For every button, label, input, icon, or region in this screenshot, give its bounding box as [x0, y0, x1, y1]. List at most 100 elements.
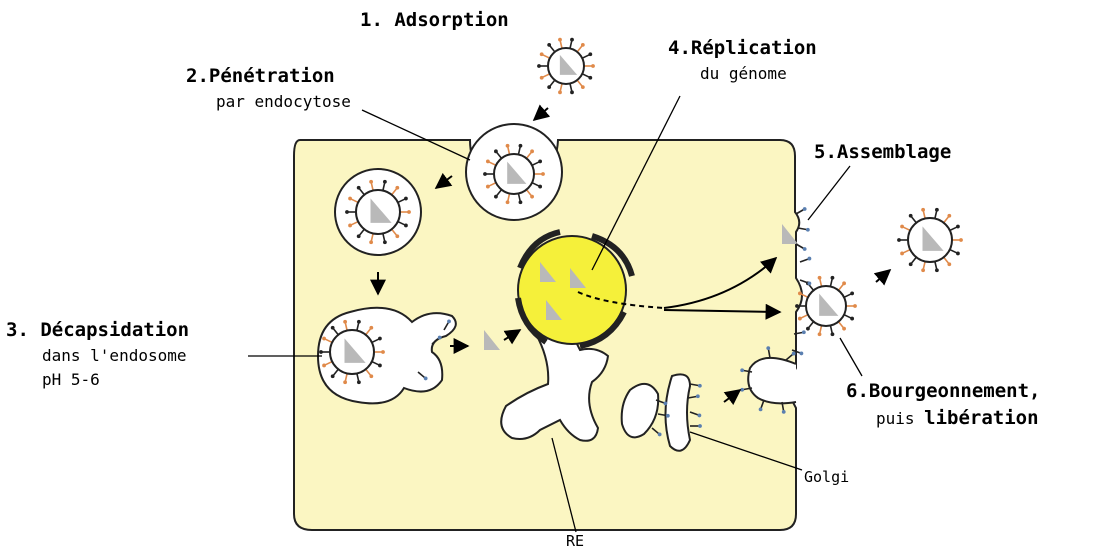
label-replication-sub: du génome	[700, 64, 787, 83]
virus-budding	[795, 276, 857, 336]
spike-tip	[853, 304, 857, 308]
glycoprotein-spike-tip	[740, 388, 744, 392]
spike-tip	[395, 186, 399, 190]
leader-bourgeonnement	[840, 338, 862, 376]
glycoprotein-spike-tip	[803, 247, 807, 251]
spike-tip	[581, 43, 585, 47]
spike-tip	[558, 38, 562, 42]
glycoprotein-spike-tip	[807, 257, 811, 261]
glycoprotein-spike-tip	[698, 384, 702, 388]
spike-tip	[483, 172, 487, 176]
label-liberation: libération	[924, 407, 1038, 429]
spike-tip	[806, 327, 810, 331]
glycoprotein-spike-tip	[766, 346, 770, 350]
spike-tip	[570, 90, 574, 94]
glycoprotein-spike-tip	[806, 228, 810, 232]
spike-tip	[850, 292, 854, 296]
spike-tip	[921, 208, 925, 212]
glycoprotein-spike-tip	[803, 207, 807, 211]
label-decapsidation: 3. Décapsidation	[6, 319, 189, 341]
spike-tip	[369, 180, 373, 184]
label-assemblage: 5.Assemblage	[814, 141, 951, 163]
glycoprotein-spike-tip	[696, 394, 700, 398]
glycoprotein-spike-tip	[802, 330, 806, 334]
spike-tip	[831, 276, 835, 280]
spike-tip	[357, 320, 361, 324]
spike-tip	[519, 144, 523, 148]
label-bourgeonnement-sub-prefix: puis	[876, 409, 924, 428]
glycoprotein-spike-tip	[424, 377, 428, 381]
spike-tip	[343, 380, 347, 384]
spike-tip	[506, 144, 510, 148]
spike-tip	[369, 326, 373, 330]
label-adsorption: 1. Adsorption	[360, 9, 509, 31]
spike-tip	[897, 238, 901, 242]
spike-tip	[331, 374, 335, 378]
spike-tip	[519, 200, 523, 204]
glycoprotein-spike-tip	[799, 352, 803, 356]
spike-tip	[547, 43, 551, 47]
glycoprotein-spike-tip	[438, 336, 442, 340]
spike-tip	[581, 85, 585, 89]
spike-tip	[818, 276, 822, 280]
spike-tip	[541, 172, 545, 176]
spike-tip	[570, 38, 574, 42]
spike-tip	[842, 327, 846, 331]
spike-tip	[959, 238, 963, 242]
spike-tip	[369, 240, 373, 244]
glycoprotein-spike-tip	[666, 414, 670, 418]
spike-tip	[956, 252, 960, 256]
spike-tip	[850, 317, 854, 321]
spike-tip	[842, 281, 846, 285]
budding-pocket	[748, 358, 796, 403]
spike-tip	[395, 234, 399, 238]
glycoprotein-spike-tip	[663, 402, 667, 406]
spike-tip	[831, 332, 835, 336]
spike-tip	[588, 76, 592, 80]
spike-tip	[369, 374, 373, 378]
virus-free-adsorption	[537, 38, 595, 94]
spike-tip	[404, 224, 408, 228]
arrow-adsorption	[534, 108, 548, 120]
spike-tip	[537, 64, 541, 68]
label-decapsidation-sub2: pH 5-6	[42, 370, 100, 389]
label-golgi: Golgi	[804, 468, 849, 486]
label-replication: 4.Réplication	[668, 37, 817, 59]
spike-tip	[900, 225, 904, 229]
leader-assemblage	[808, 166, 850, 220]
spike-tip	[540, 52, 544, 56]
spike-tip	[798, 317, 802, 321]
spike-tip	[381, 350, 385, 354]
glycoprotein-spike-tip	[698, 424, 702, 428]
spike-tip	[383, 240, 387, 244]
spike-tip	[558, 90, 562, 94]
spike-tip	[378, 337, 382, 341]
glycoprotein-spike-tip	[740, 368, 744, 372]
spike-tip	[486, 185, 490, 189]
spike-tip	[538, 160, 542, 164]
spike-tip	[591, 64, 595, 68]
spike-tip	[547, 85, 551, 89]
spike-tip	[494, 149, 498, 153]
spike-tip	[506, 200, 510, 204]
spike-tip	[538, 185, 542, 189]
glycoprotein-spike-tip	[658, 433, 662, 437]
glycoprotein-spike-tip	[447, 319, 451, 323]
spike-tip	[956, 225, 960, 229]
spike-tip	[407, 210, 411, 214]
spike-tip	[947, 214, 951, 218]
spike-tip	[909, 262, 913, 266]
spike-tip	[348, 224, 352, 228]
arrow-release	[876, 270, 890, 282]
spike-tip	[530, 149, 534, 153]
label-re: RE	[566, 532, 584, 550]
spike-tip	[331, 326, 335, 330]
label-bourgeonnement-sub: puis libération	[876, 407, 1039, 429]
spike-tip	[798, 292, 802, 296]
spike-tip	[900, 252, 904, 256]
spike-tip	[935, 268, 939, 272]
spike-tip	[357, 234, 361, 238]
spike-tip	[357, 380, 361, 384]
glycoprotein-spike-tip	[807, 282, 811, 286]
